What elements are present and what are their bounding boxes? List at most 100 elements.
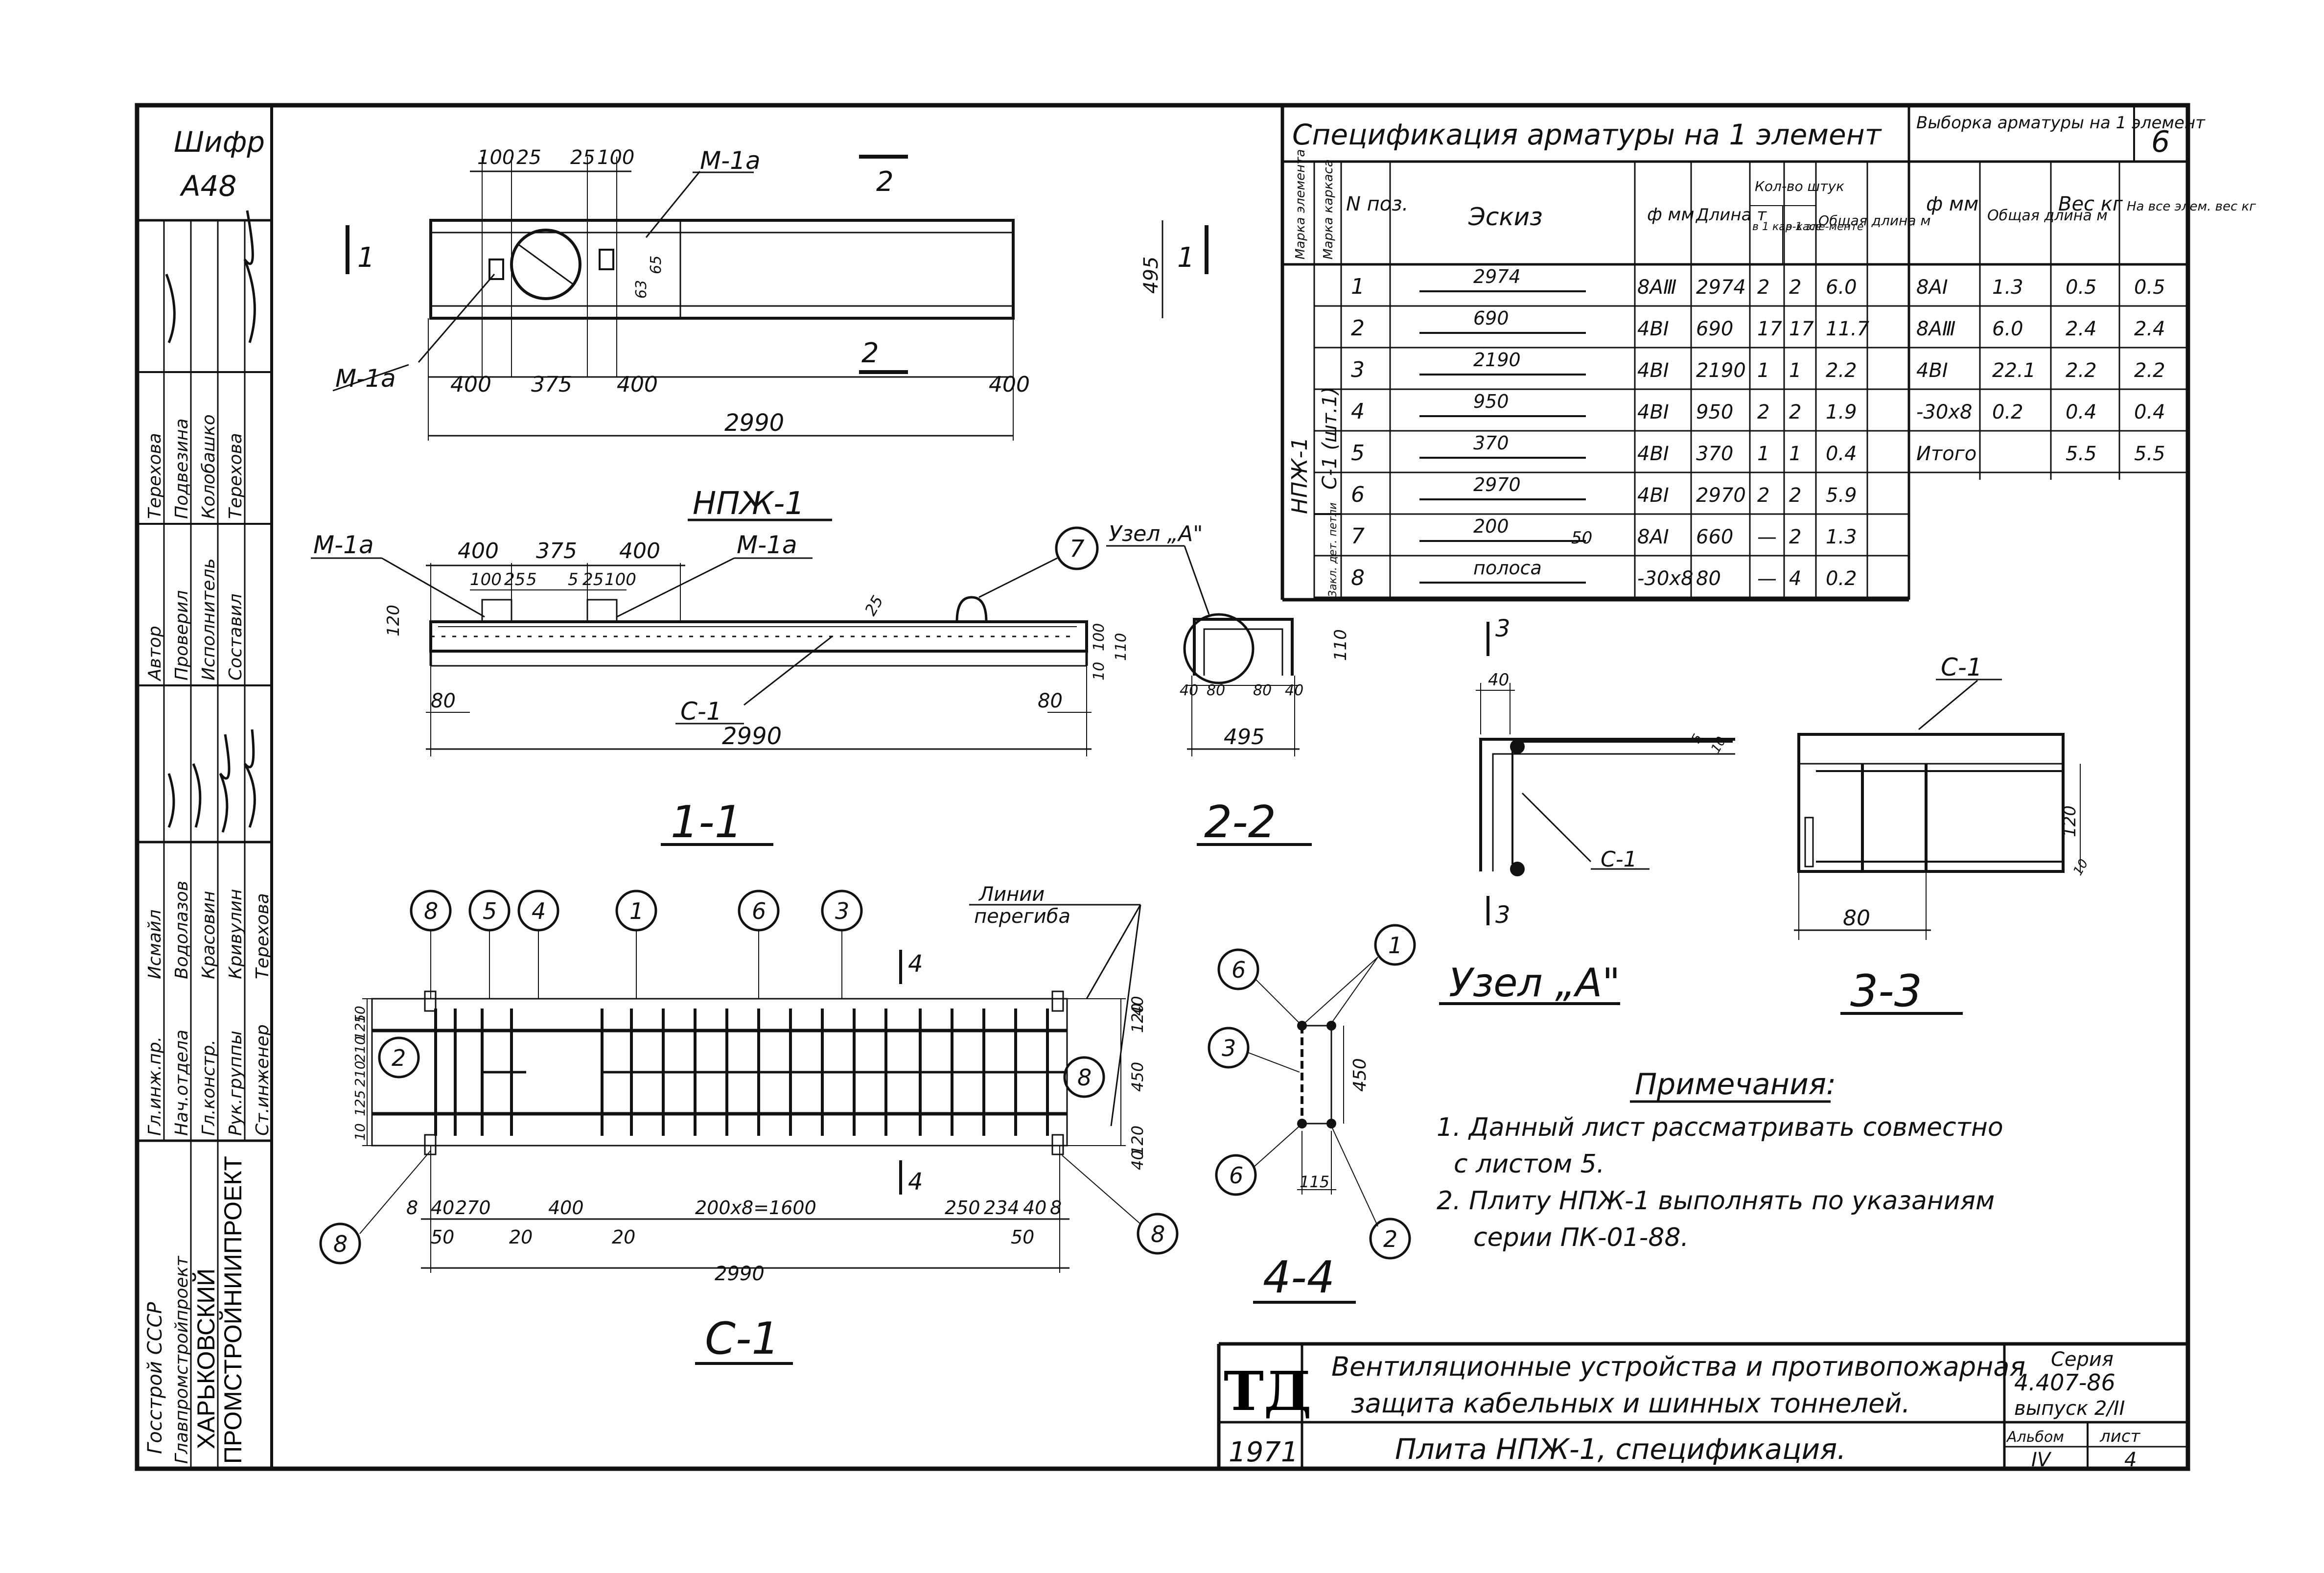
dim: 100 [1091, 623, 1108, 651]
row-q2: 2 [1789, 401, 1801, 423]
callout-circle [1137, 1213, 1179, 1255]
dim: 20 [509, 1226, 533, 1248]
dim: 100 [597, 146, 634, 169]
row2-total: 6.0 [1992, 318, 2023, 340]
callout-2: 2 [1383, 1226, 1397, 1252]
row-pos: 2 [1351, 316, 1365, 341]
dim: 100 [477, 146, 514, 169]
callout-4: 4 [532, 898, 546, 924]
row-total: 11.7 [1826, 318, 1870, 340]
row2-dia: 8AⅢ [1916, 318, 1955, 340]
row2-dia: Итого [1916, 443, 1976, 465]
stamp-role: Рук.группы [226, 1031, 246, 1136]
row-len: 370 [1696, 443, 1733, 465]
dim: 120 [2060, 805, 2080, 837]
row-total: 1.9 [1826, 401, 1857, 423]
row-pos: 5 [1351, 441, 1365, 466]
stamp-org-name1: ХАРЬКОВСКИЙ [192, 1268, 220, 1449]
stamp-name: Исмайл [145, 910, 165, 979]
row-pos: 4 [1351, 399, 1365, 424]
dim: 20 [612, 1226, 635, 1248]
row-q1: — [1757, 567, 1777, 590]
row-total: 6.0 [1826, 276, 1857, 299]
row-len: 80 [1696, 567, 1721, 590]
header-weight-all: На все элем. вес кг [2127, 199, 2256, 214]
dim: 25 [570, 146, 595, 169]
callout-8: 8 [333, 1231, 348, 1257]
row2-weight-all: 2.2 [2134, 359, 2165, 382]
note-line: 2. Плиту НПЖ-1 выполнять по указаниям [1437, 1186, 1995, 1216]
row-q1: 1 [1757, 443, 1769, 465]
header-qty2: в 1 эле-менте [1786, 221, 1863, 233]
frame-mark: С-1 (шт.1) [1319, 387, 1341, 490]
frame-label: С-1 [680, 697, 722, 726]
callout-3: 3 [1222, 1035, 1236, 1061]
dim: 25 [504, 570, 525, 589]
dim: 100 [470, 570, 502, 589]
dim: 210 [352, 1061, 368, 1087]
callout-5: 5 [483, 898, 497, 924]
callout-circle [1208, 1027, 1250, 1069]
row-q1: 1 [1757, 359, 1769, 382]
row-pos: 7 [1351, 524, 1365, 549]
row2-total: 1.3 [1992, 276, 2023, 299]
header-pos: N поз. [1346, 193, 1408, 215]
stamp-role: Нач.отдела [172, 1030, 192, 1136]
stamp-role2: Составил [226, 593, 246, 681]
row-sketch: 2974 [1473, 266, 1521, 287]
left-stamp: Шифр А48 Госстрой СССР Главпромстройпрое… [137, 105, 273, 1469]
dim: 400 [450, 372, 491, 397]
node-a-circle [1183, 613, 1255, 684]
dim: 80 [1207, 682, 1225, 699]
row2-weight: 2.2 [2066, 359, 2097, 382]
dim: 65 [648, 256, 665, 274]
dim: 120 [1128, 1003, 1147, 1033]
dim: 50 [1011, 1226, 1034, 1248]
dim: 80 [1038, 690, 1063, 712]
stamp-signatures [165, 210, 256, 833]
dim: 110 [1331, 629, 1350, 661]
dim: 200х8=1600 [695, 1197, 816, 1219]
slab-outline [429, 219, 1015, 320]
row2-weight-all: 5.5 [2134, 443, 2165, 465]
overall-dim: 495 [1224, 725, 1265, 750]
dim: 375 [531, 372, 572, 397]
dim: 270 [455, 1197, 491, 1219]
dim: 5 [526, 570, 537, 589]
row-q1: 2 [1757, 484, 1769, 507]
row2-weight: 5.5 [2066, 443, 2097, 465]
row-dia: 8AⅢ [1637, 276, 1676, 299]
callout-circle [1369, 1218, 1411, 1260]
dim: 10 [1708, 734, 1729, 756]
sheet-label: лист [2099, 1427, 2141, 1446]
node-a-detail: 3 3 40 5 10 С-1 Узел „А" [1439, 615, 1735, 1006]
stamp-name: Водолазов [172, 881, 192, 979]
callout-8: 8 [1151, 1221, 1165, 1247]
overall-dim: 2990 [715, 1263, 765, 1285]
label-mi: М-1а [700, 146, 761, 175]
dim: 25 [516, 146, 541, 169]
notes: Примечания: 1. Данный лист рассматривать… [1437, 1067, 2003, 1252]
row-sketch2: 50 [1571, 528, 1592, 548]
row-total: 2.2 [1826, 359, 1857, 382]
section-mark: 1 [1177, 242, 1195, 274]
dim: 8 [406, 1197, 418, 1219]
header-sketch: Эскиз [1468, 203, 1543, 231]
series-label: Серия [2051, 1348, 2114, 1371]
header-dia2: ф мм [1926, 193, 1978, 215]
row-dia: 4BⅠ [1637, 443, 1669, 465]
dim: 25 [582, 570, 604, 589]
node-a-title: Узел „А" [1449, 960, 1620, 1006]
row-q1: 2 [1757, 276, 1769, 299]
overall-dim: 2990 [724, 409, 784, 437]
year: 1971 [1229, 1436, 1299, 1468]
row-q2: 2 [1789, 484, 1801, 507]
row-dia: 8AⅠ [1637, 526, 1669, 548]
row-q1: — [1757, 526, 1777, 548]
dim: 80 [1253, 682, 1272, 699]
stamp-role2: Автор [145, 626, 165, 681]
section-1-1: 400 375 400 100 25 5 5 25 100 2990 80 80… [311, 526, 1130, 848]
row-len: 660 [1696, 526, 1733, 548]
row-q1: 17 [1757, 318, 1782, 340]
plan-title: НПЖ-1 [693, 486, 805, 522]
